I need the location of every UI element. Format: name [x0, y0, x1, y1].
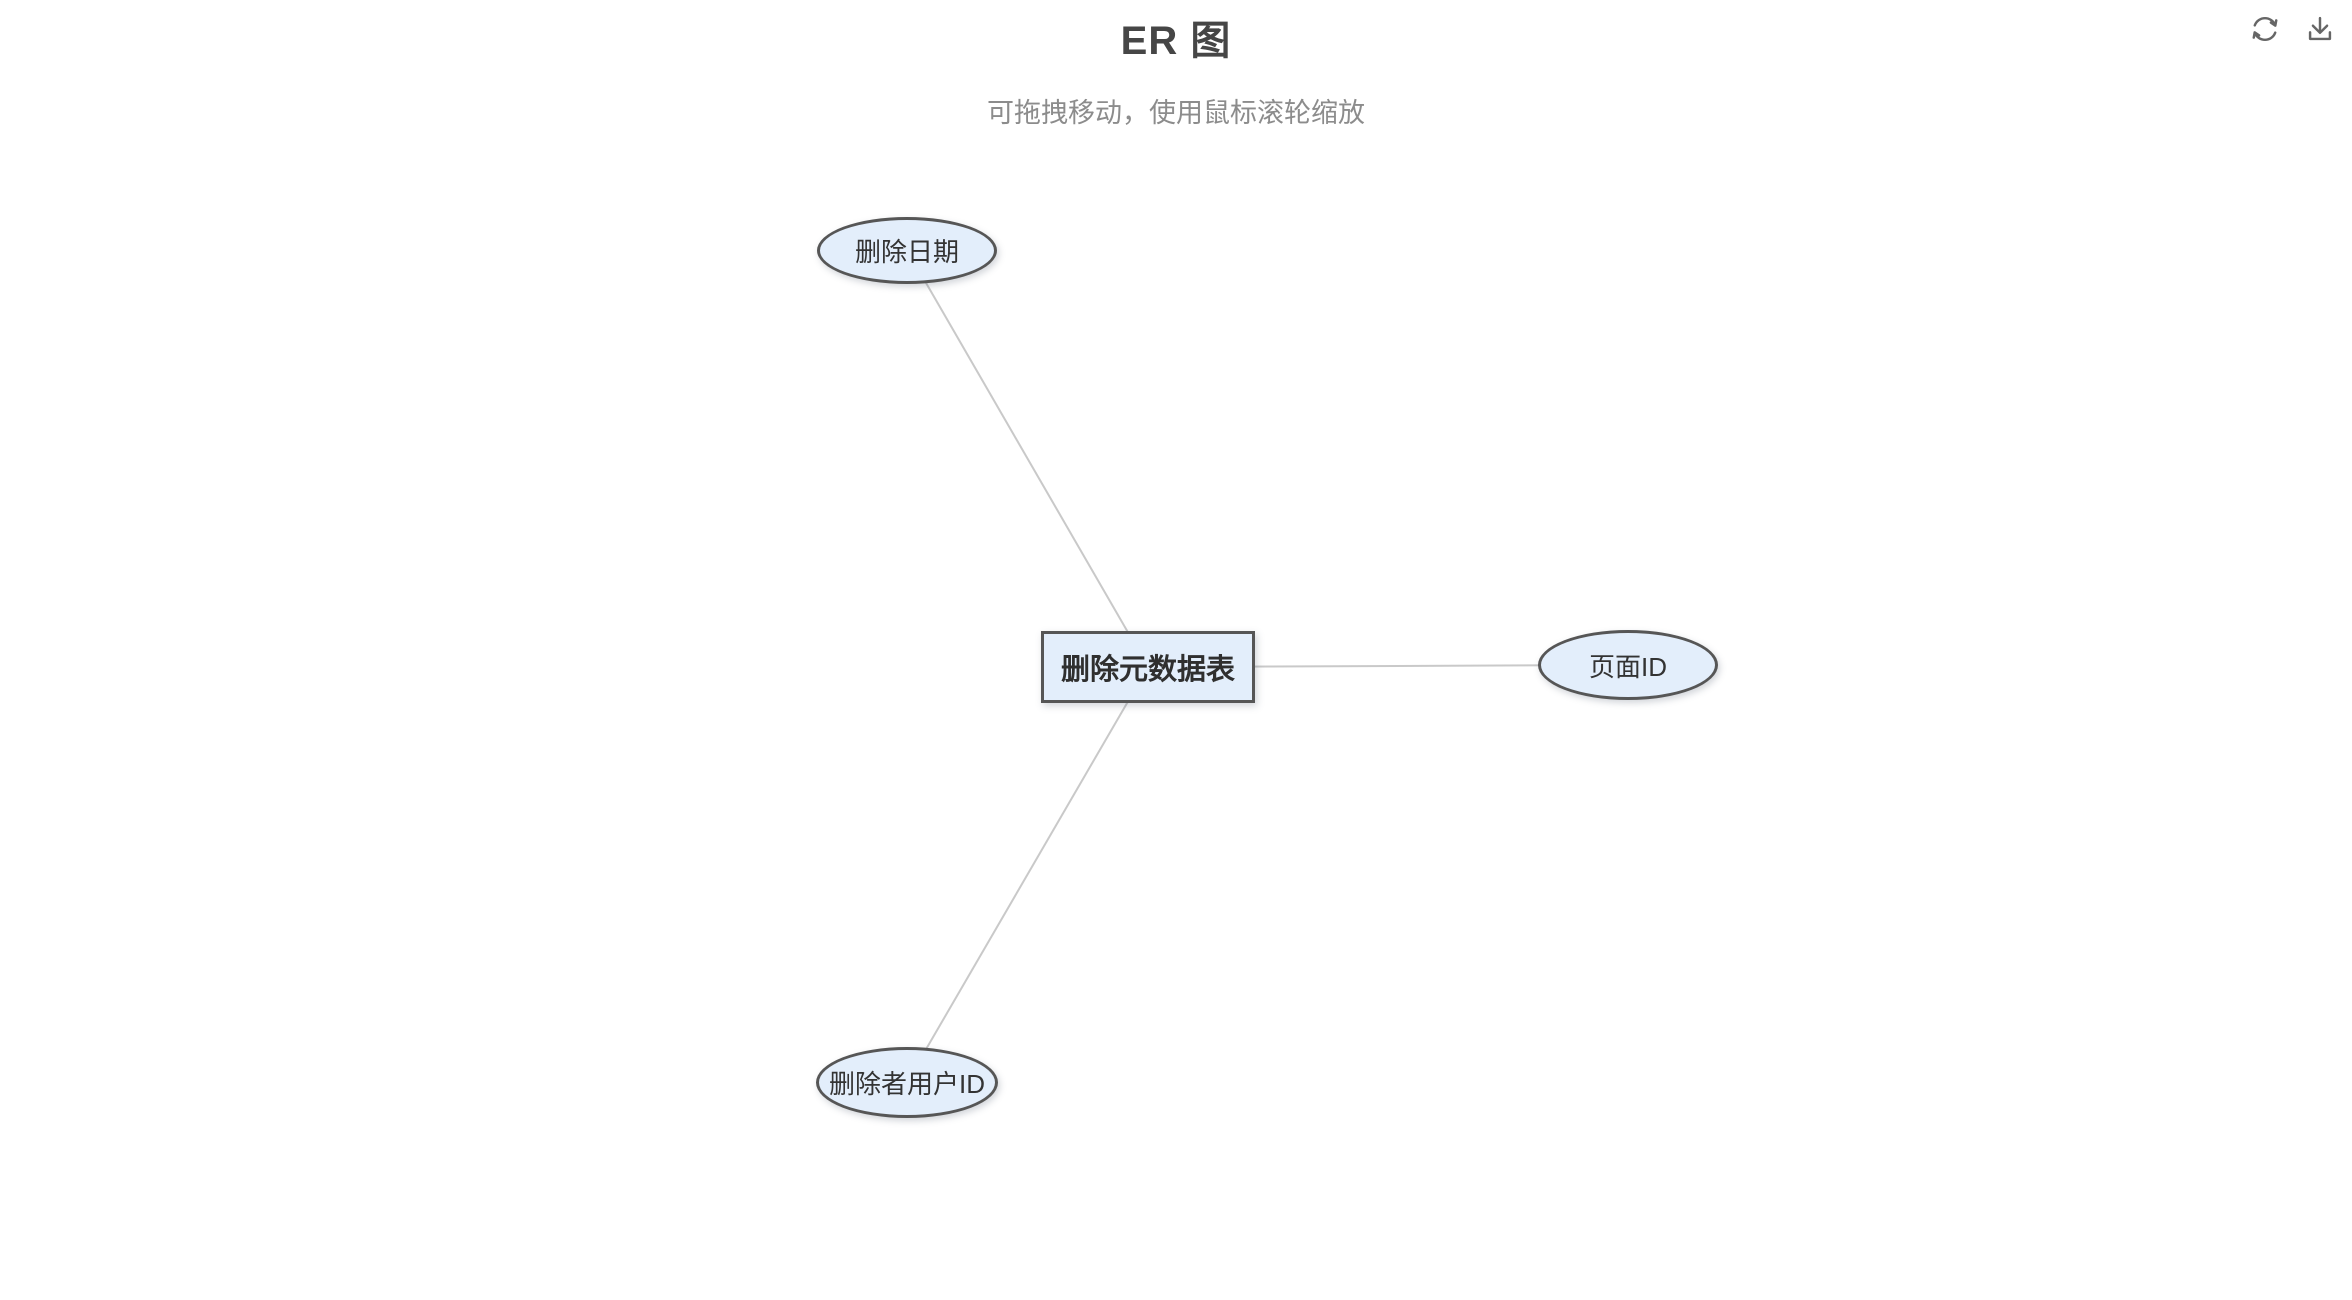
refresh-button[interactable]	[2246, 10, 2284, 48]
er-node-label: 删除者用户ID	[828, 1068, 985, 1099]
er-node-page-id[interactable]: 页面ID	[1538, 630, 1718, 700]
page-title: ER 图	[1120, 19, 1232, 63]
download-icon	[2303, 12, 2337, 46]
er-edge-delete-metadata-table--delete-date	[906, 249, 1149, 668]
er-node-label: 页面ID	[1588, 651, 1667, 682]
refresh-icon	[2248, 12, 2282, 46]
er-node-delete-date[interactable]: 删除日期	[817, 216, 997, 284]
page-subtitle: 可拖拽移动，使用鼠标滚轮缩放	[987, 98, 1365, 128]
download-button[interactable]	[2301, 10, 2339, 48]
toolbar	[2246, 10, 2339, 48]
er-node-delete-metadata-table[interactable]: 删除元数据表	[1041, 631, 1255, 703]
er-node-label: 删除元数据表	[1060, 654, 1235, 686]
er-node-deleter-user-id[interactable]: 删除者用户ID	[816, 1046, 998, 1118]
er-node-label: 删除日期	[854, 236, 959, 267]
er-edge-delete-metadata-table--deleter-user-id	[906, 666, 1149, 1083]
